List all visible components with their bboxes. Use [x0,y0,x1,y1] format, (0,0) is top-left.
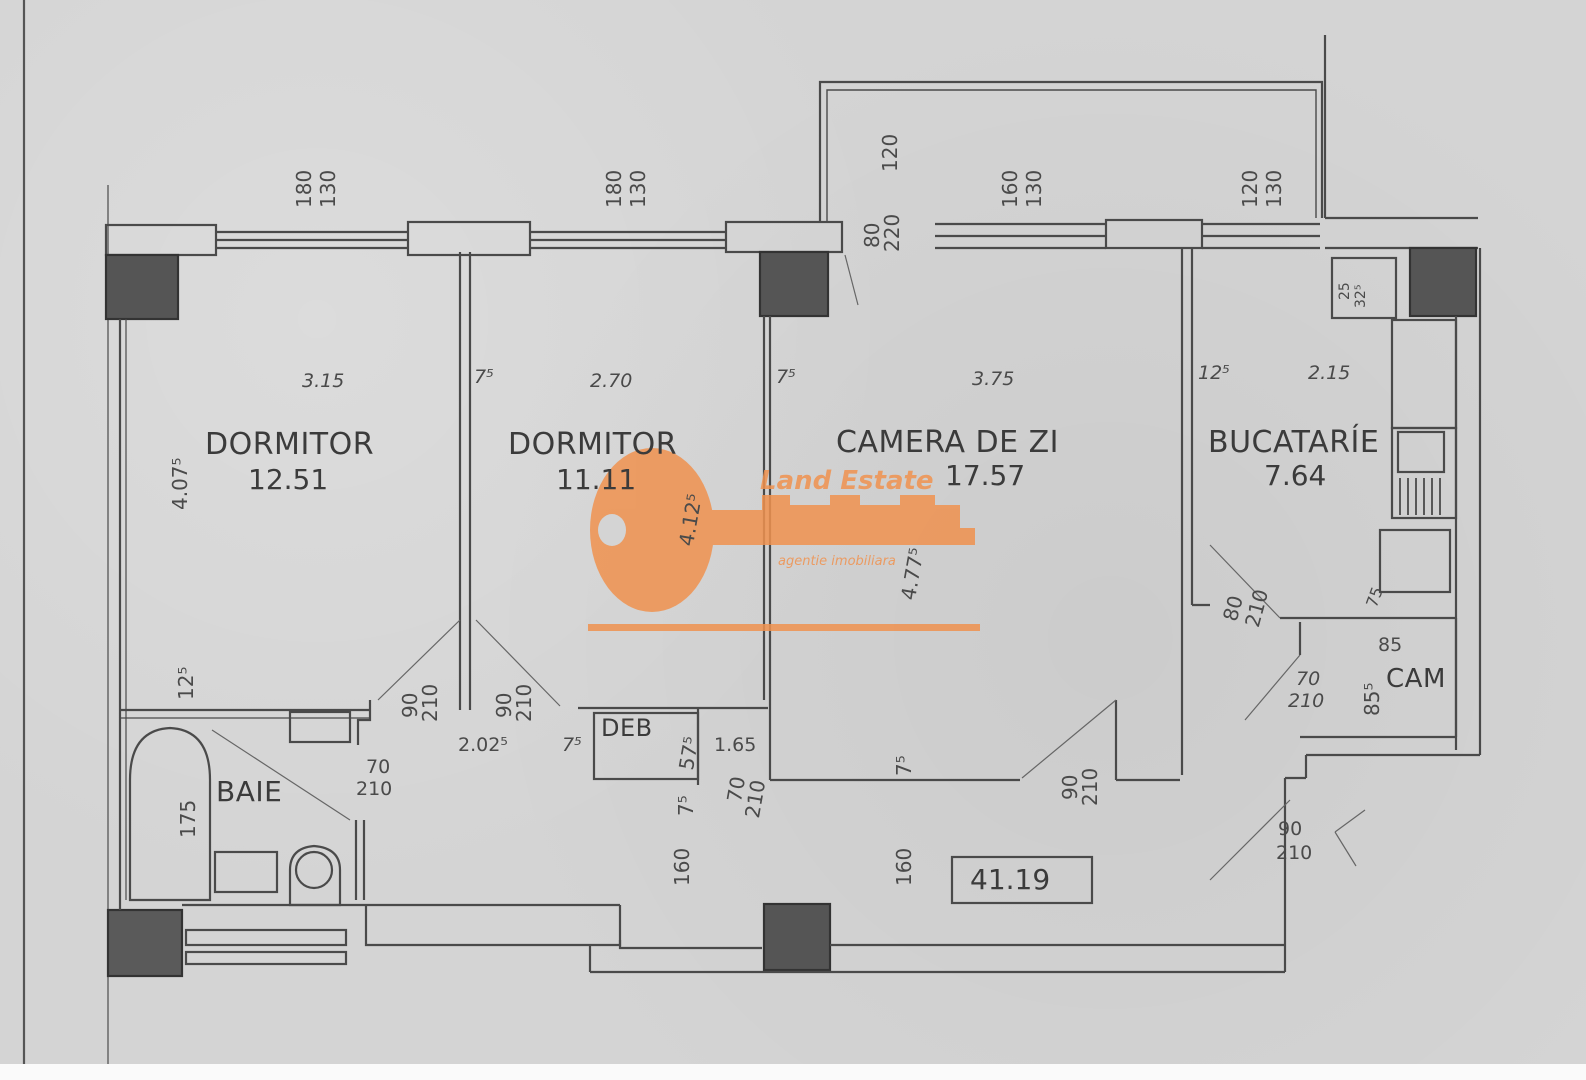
dim-wall-2: 7⁵ [776,366,796,388]
door-8-size: 90 [1278,818,1303,840]
dim-wall-5: 7⁵ [562,734,582,756]
dim-camera-width: 3.75 [972,368,1015,390]
room-name-cam: CAM [1386,664,1446,694]
dim-dormitor-2-width: 2.70 [590,370,633,392]
window-4-size: 120 [1238,169,1262,208]
door-4-height: 210 [740,778,771,820]
dim-wall-3: 12⁵ [1198,362,1230,384]
window-2-size: 180 [602,169,626,208]
room-name-deb: DEB [601,714,653,742]
window-3-height: 130 [1022,169,1046,208]
room-area-camera-de-zi: 17.57 [945,459,1026,492]
dim-wall-1: 7⁵ [474,366,494,388]
door-3-size: 70 [366,756,391,778]
window-2-height: 130 [626,169,650,208]
total-area: 41.19 [970,863,1051,896]
room-name-dormitor-2: DORMITOR [508,427,678,462]
dim-dormitor-1-width: 3.15 [302,370,345,392]
bottom-margin [0,1064,1586,1080]
watermark-brand: Land Estate [760,466,934,496]
window-1-height: 130 [316,169,340,208]
dim-deb-length: 1.65 [714,734,757,756]
room-area-bucatarie: 7.64 [1264,459,1327,492]
door-2-height: 210 [512,683,536,722]
dim-hall-b: 160 [892,847,916,886]
door-7-height: 210 [1288,690,1325,712]
door-5-size: 90 [1058,774,1082,800]
door-3-height: 210 [356,778,393,800]
key-logo-icon [588,448,980,631]
dim-wall-7: 7⁵ [892,755,916,776]
dim-boiler-b: 32⁵ [1353,284,1369,308]
window-4-height: 130 [1262,169,1286,208]
room-name-camera-de-zi: CAMERA DE ZI [836,425,1059,460]
dim-hall-width: 2.02⁵ [458,734,508,756]
dim-dormitor-1-depth: 4.07⁵ [168,457,192,510]
dim-wall-4: 12⁵ [174,666,198,700]
dim-bath-tub: 175 [176,799,200,838]
room-name-baie: BAIE [216,775,283,808]
dim-wall-6: 7⁵ [674,795,698,816]
balcony-door-height: 220 [880,213,904,252]
door-2-size: 90 [492,692,516,718]
door-5-height: 210 [1078,767,1102,806]
dim-boiler-a: 25 [1337,282,1353,300]
balcony-door-sill: 120 [878,133,902,172]
balcony-door-size: 80 [860,222,884,248]
dim-deb-depth: 57⁵ [674,734,704,772]
dim-cam-depth: 85⁵ [1360,682,1384,716]
watermark-tagline: agentie imobiliara [778,554,896,569]
window-3-size: 160 [998,169,1022,208]
room-area-dormitor-2: 11.11 [556,463,637,496]
room-name-bucatarie: BUCATARÍE [1208,425,1380,460]
door-1-size: 90 [398,692,422,718]
door-8-height: 210 [1276,842,1313,864]
dim-bucatarie-width: 2.15 [1308,362,1351,384]
dim-cam-width: 85 [1378,634,1403,656]
door-1-height: 210 [418,683,442,722]
room-area-dormitor-1: 12.51 [248,463,329,496]
window-1-size: 180 [292,169,316,208]
room-name-dormitor-1: DORMITOR [205,427,375,462]
door-7-size: 70 [1296,668,1321,690]
dim-hall-a: 160 [670,847,694,886]
